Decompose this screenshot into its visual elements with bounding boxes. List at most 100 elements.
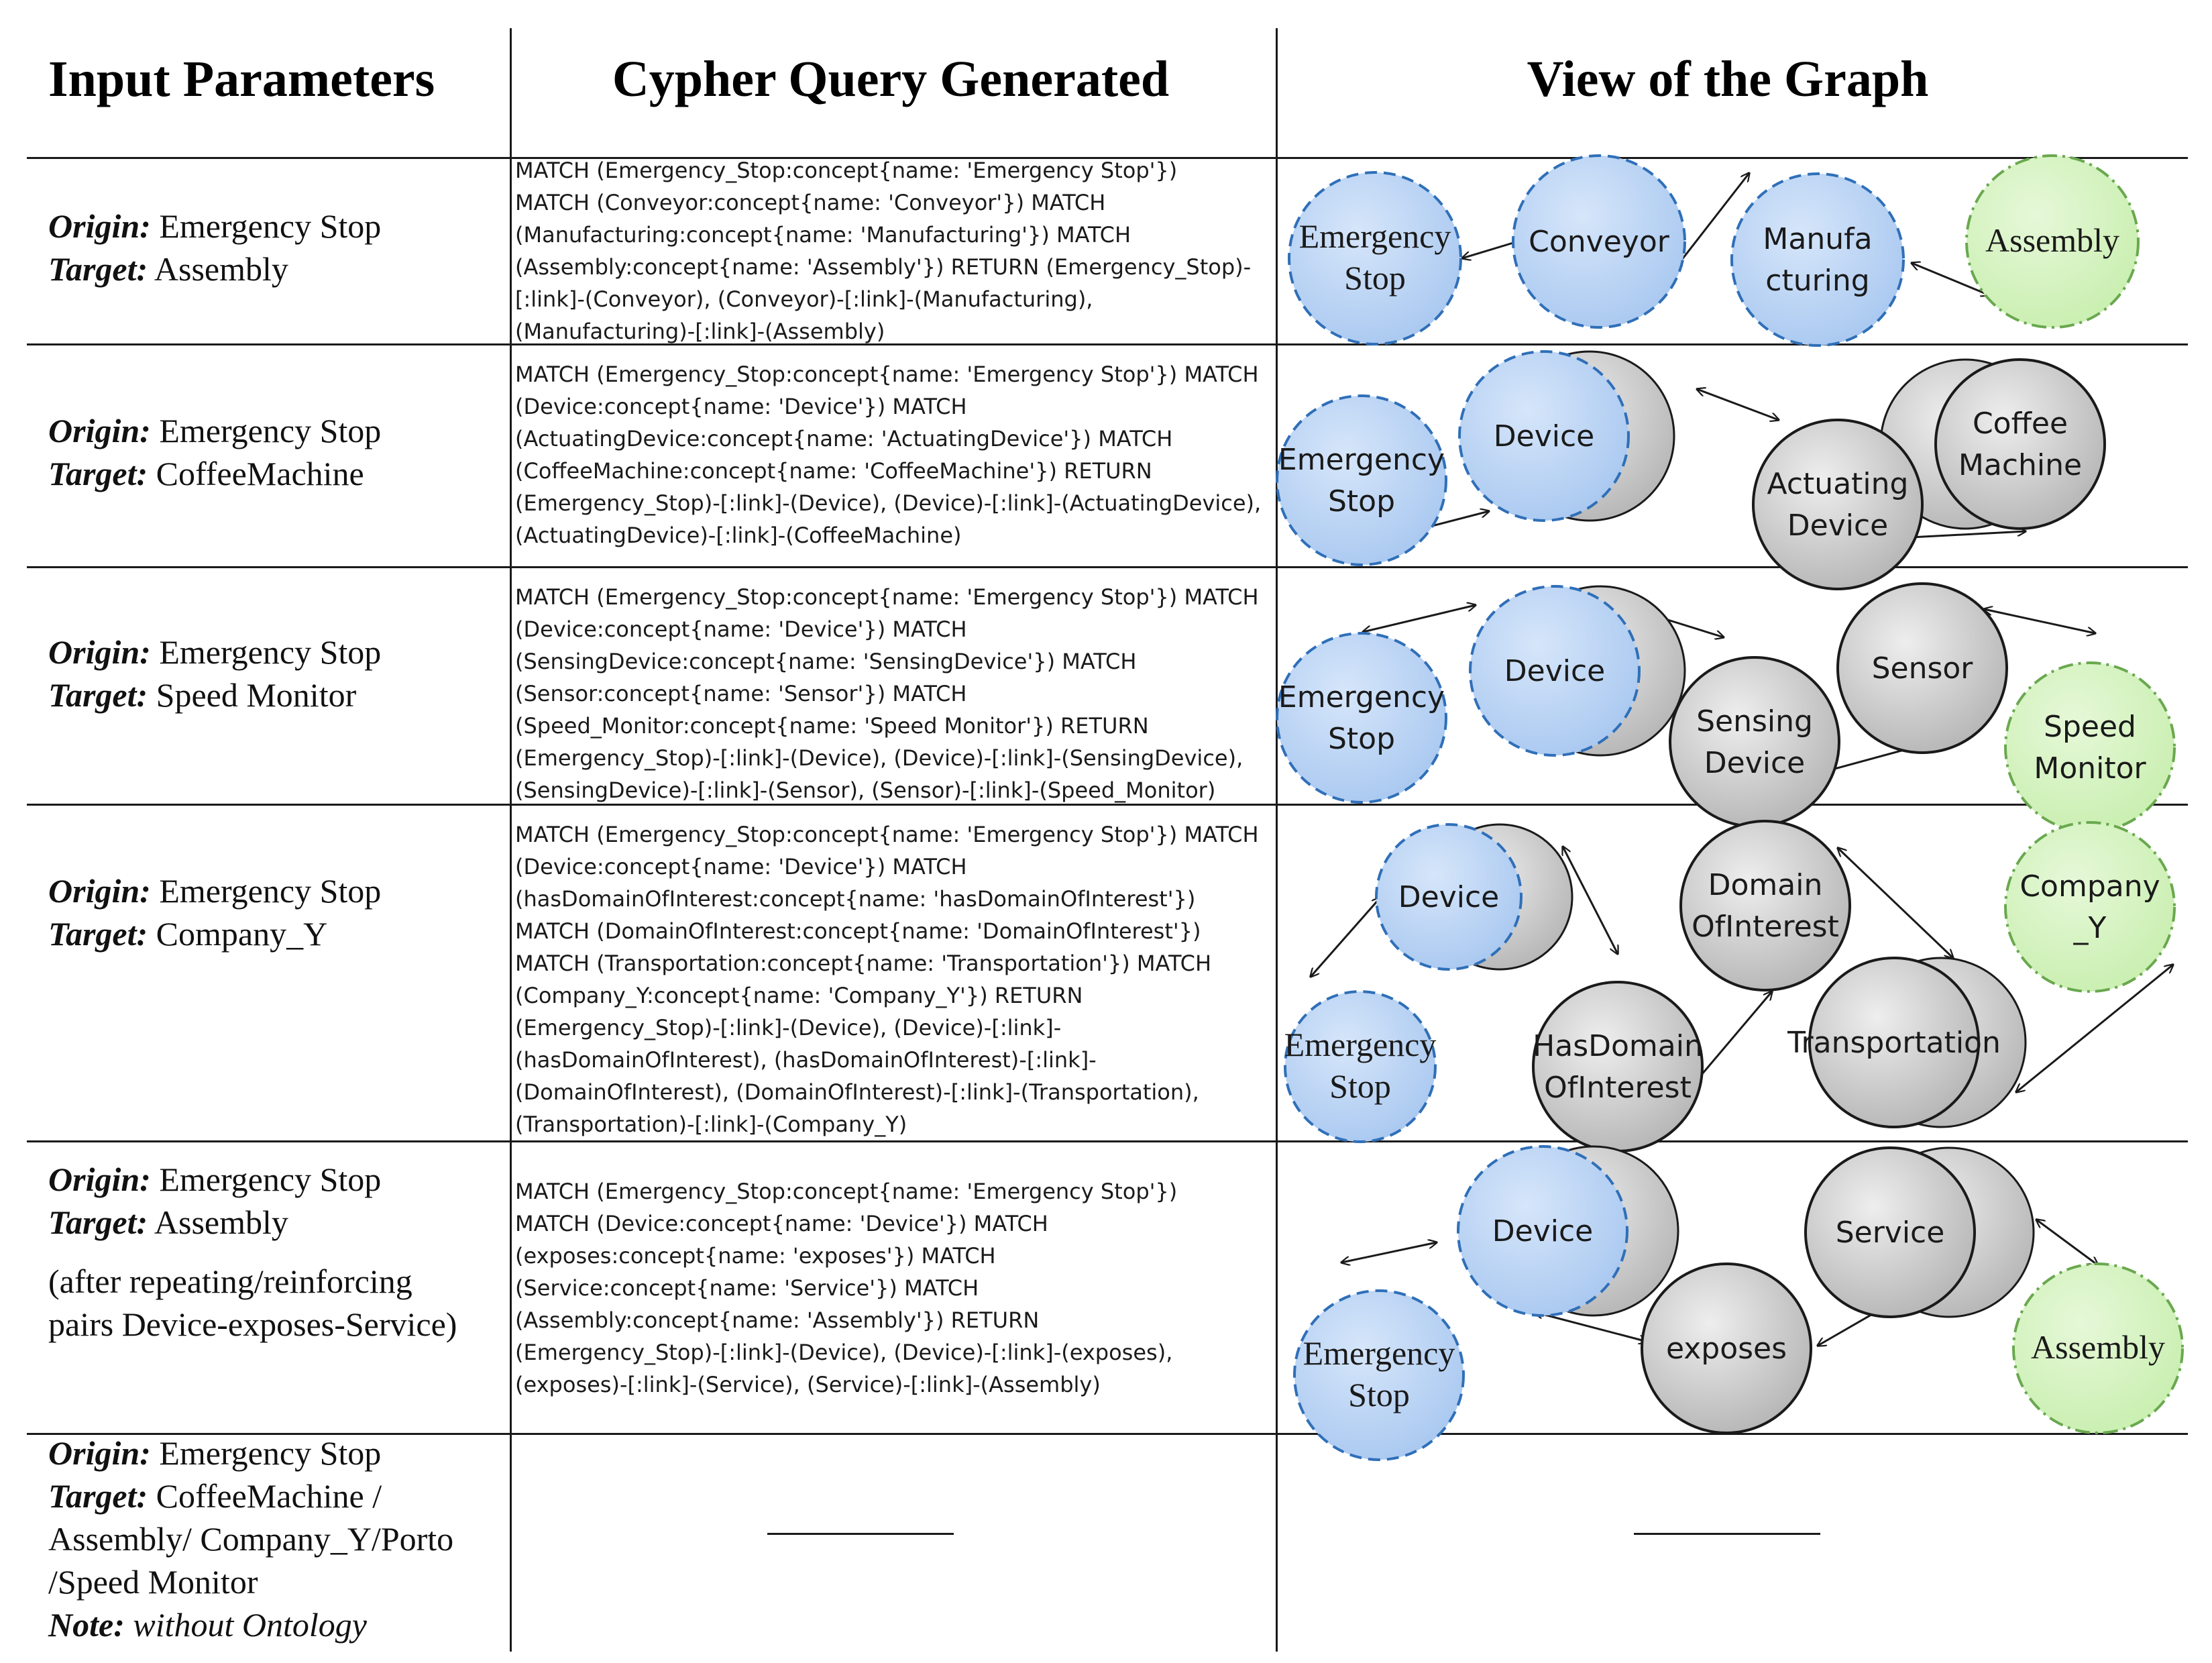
graph-4-node-tra [1808, 957, 1980, 1128]
graph-1-node-asm-label: Assembly [1985, 221, 2119, 259]
header-graph-view: View of the Graph [1527, 50, 1929, 107]
query-line: (exposes:concept{name: 'exposes'}) MATCH [515, 1243, 996, 1269]
graph-4-node-dev-label: Device [1398, 880, 1499, 914]
target-label: Target: [48, 455, 148, 492]
row-2-params: Origin: Emergency Stop Target: CoffeeMac… [48, 409, 504, 495]
query-line: MATCH (Conveyor:concept{name: 'Conveyor'… [515, 190, 1106, 215]
graph-3-node-dev [1469, 585, 1641, 757]
query-line: (Emergency_Stop)-[:link]-(Device), (Devi… [515, 490, 1262, 516]
query-line: (Emergency_Stop)-[:link]-(Device), (Devi… [515, 1340, 1173, 1365]
note-label: Note: [48, 1606, 125, 1644]
graph-1-edge [1674, 173, 1749, 270]
query-line: (Device:concept{name: 'Device'}) MATCH [515, 394, 967, 419]
graph-1-node-asm [1965, 154, 2140, 329]
target-value: /Speed Monitor [48, 1563, 258, 1601]
query-line: (Speed_Monitor:concept{name: 'Speed Moni… [515, 713, 1149, 739]
graph-4-edge [1690, 991, 1772, 1088]
graph-3-edge [1363, 605, 1476, 632]
query-line: MATCH (Emergency_Stop:concept{name: 'Eme… [515, 158, 1178, 183]
header-input-parameters: Input Parameters [48, 50, 435, 107]
query-line: [:link]-(Conveyor), (Conveyor)-[:link]-(… [515, 286, 1093, 312]
target-value: Assembly/ Company_Y/Porto [48, 1520, 454, 1558]
no-query-dash [767, 1533, 954, 1535]
row-1-params: Origin: Emergency Stop Target: Assembly [48, 205, 504, 290]
query-line: (ActuatingDevice)-[:link]-(CoffeeMachine… [515, 523, 962, 548]
header-cypher-query: Cypher Query Generated [612, 50, 1170, 107]
graph-5-node-exp [1641, 1263, 1812, 1434]
row-divider [27, 1433, 2188, 1435]
graph-3-node-dev-label: Device [1504, 654, 1605, 688]
query-line: (Company_Y:concept{name: 'Company_Y'}) R… [515, 983, 1083, 1008]
note-value: without Ontology [133, 1606, 367, 1644]
graph-2-node-dev [1458, 350, 1630, 522]
graph-5-node-dev [1457, 1145, 1628, 1317]
query-line: (Manufacturing)-[:link]-(Assembly) [515, 319, 885, 344]
graph-3-node-sen-label: Sensor [1872, 651, 1974, 686]
graph-5-edge [1535, 1312, 1647, 1342]
query-line: (exposes)-[:link]-(Service), (Service)-[… [515, 1372, 1101, 1397]
graph-1-node-manu [1730, 172, 1905, 347]
graph-4-node-doi [1679, 820, 1851, 991]
query-line: (Device:concept{name: 'Device'}) MATCH [515, 616, 967, 642]
query-line: (Assembly:concept{name: 'Assembly'}) RET… [515, 1307, 1040, 1333]
target-value: CoffeeMachine / [156, 1477, 382, 1515]
query-line: (hasDomainOfInterest), (hasDomainOfInter… [515, 1047, 1097, 1073]
origin-value: Emergency Stop [159, 633, 382, 671]
row-3-params: Origin: Emergency Stop Target: Speed Mon… [48, 631, 504, 716]
origin-value: Emergency Stop [159, 412, 382, 449]
graph-1-node-conv [1512, 154, 1686, 329]
graph-4-edge [1311, 898, 1380, 977]
query-line: (Sensor:concept{name: 'Sensor'}) MATCH [515, 681, 967, 706]
graph-3-node-sen [1836, 582, 2008, 754]
target-label: Target: [48, 1477, 148, 1515]
graph-3-node-es [1276, 632, 1447, 804]
origin-value: Emergency Stop [159, 1161, 382, 1198]
query-line: (CoffeeMachine:concept{name: 'CoffeeMach… [515, 458, 1152, 484]
graph-4-node-hdi [1532, 981, 1704, 1152]
query-line: (Emergency_Stop)-[:link]-(Device), (Devi… [515, 1015, 1062, 1040]
query-line: (Service:concept{name: 'Service'}) MATCH [515, 1275, 979, 1301]
column-divider-1 [510, 28, 512, 1652]
origin-label: Origin: [48, 633, 151, 671]
row-4-params: Origin: Emergency Stop Target: Company_Y [48, 869, 504, 955]
graph-1-node-es [1288, 171, 1462, 345]
row-divider [27, 1140, 2188, 1142]
graph-4-node-cy-label: Company_Y [2020, 869, 2160, 945]
target-label: Target: [48, 250, 148, 288]
target-value: Assembly [154, 250, 288, 288]
origin-label: Origin: [48, 207, 151, 245]
graph-4-node-tra-label: Transportation [1787, 1026, 2001, 1060]
origin-label: Origin: [48, 412, 151, 449]
row-divider [27, 343, 2188, 345]
graph-5-node-es [1293, 1289, 1465, 1461]
graph-2-edge [1697, 389, 1779, 420]
query-line: MATCH (Emergency_Stop:concept{name: 'Eme… [515, 584, 1259, 610]
query-line: MATCH (Emergency_Stop:concept{name: 'Eme… [515, 822, 1259, 847]
row-5-query: MATCH (Emergency_Stop:concept{name: 'Eme… [515, 1175, 1273, 1401]
query-line: MATCH (Transportation:concept{name: 'Tra… [515, 951, 1212, 976]
row-divider [27, 157, 2188, 159]
target-value: CoffeeMachine [156, 455, 364, 492]
target-label: Target: [48, 676, 148, 714]
row-4-query: MATCH (Emergency_Stop:concept{name: 'Eme… [515, 818, 1273, 1140]
graph-3-node-spd [2004, 661, 2176, 833]
query-line: (SensingDevice:concept{name: 'SensingDev… [515, 649, 1137, 674]
query-line: MATCH (Emergency_Stop:concept{name: 'Eme… [515, 1179, 1178, 1204]
graph-5-edge [2036, 1220, 2098, 1265]
origin-value: Emergency Stop [159, 207, 382, 245]
query-line: (DomainOfInterest), (DomainOfInterest)-[… [515, 1079, 1199, 1105]
graph-4-node-dev [1375, 823, 1523, 971]
query-line: (Manufacturing:concept{name: 'Manufactur… [515, 222, 1131, 248]
origin-label: Origin: [48, 1434, 151, 1472]
row-divider [27, 804, 2188, 806]
graph-5-node-srv [1804, 1146, 1976, 1318]
